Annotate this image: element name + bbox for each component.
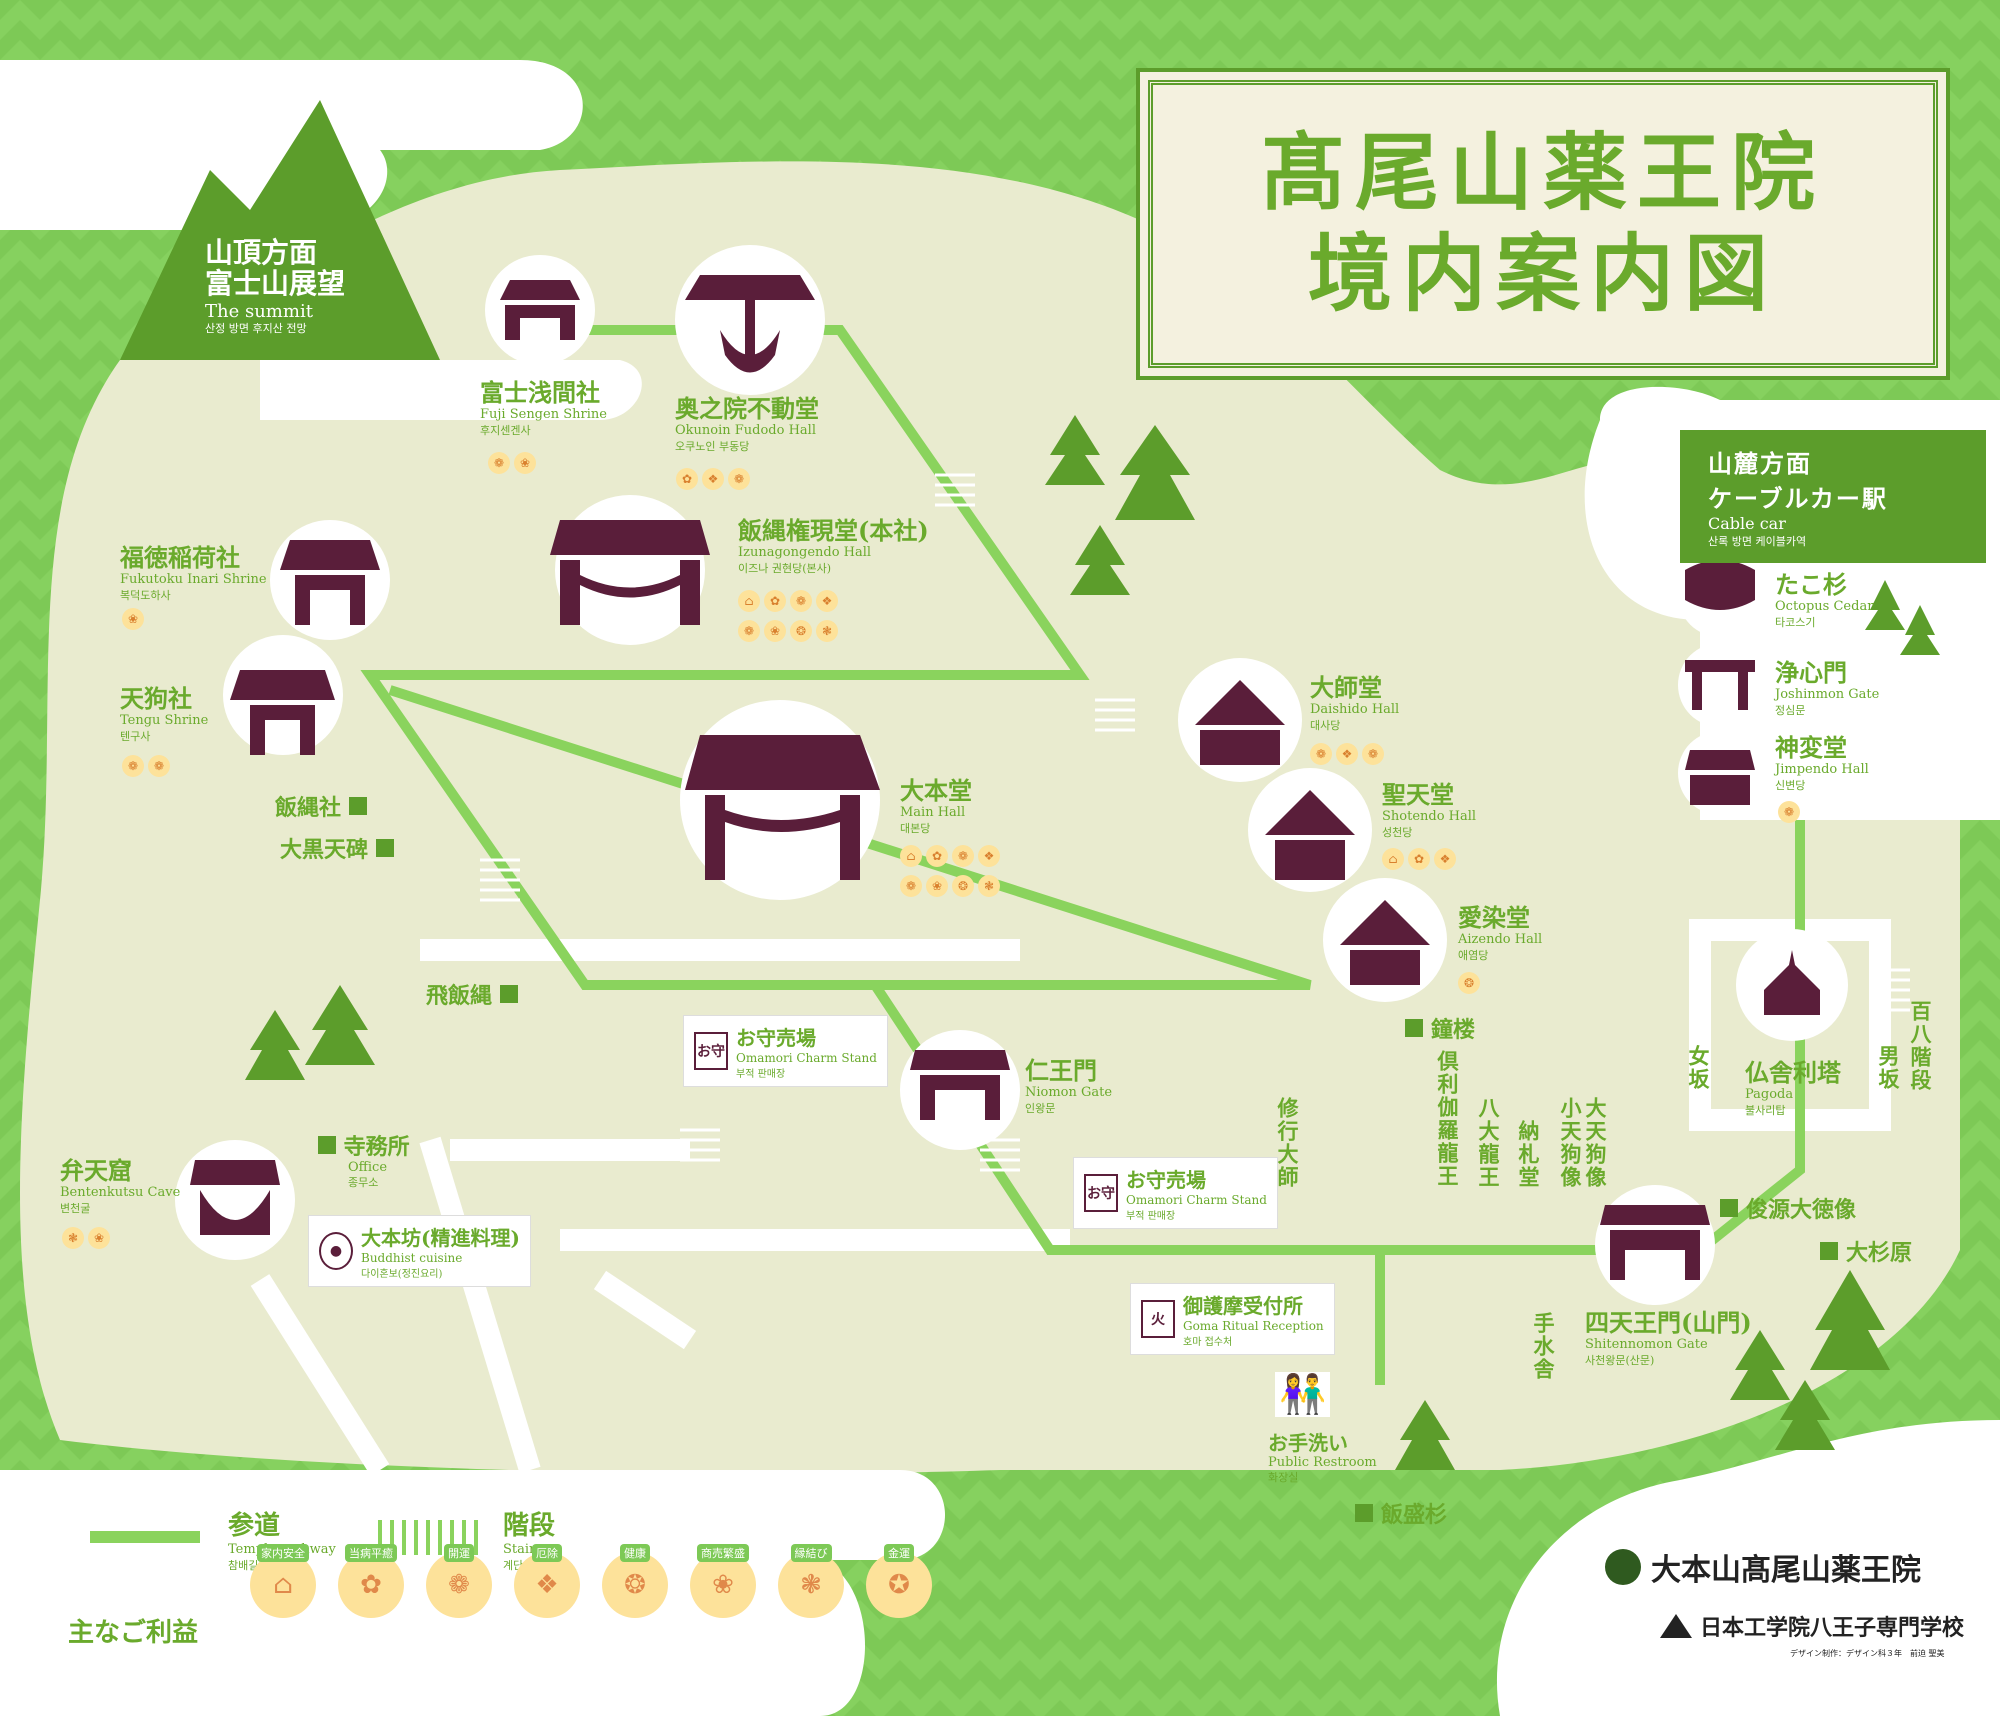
benefits-fuji-sengen: ❁❀ xyxy=(488,452,536,474)
benefits-benten: ❃❀ xyxy=(62,1227,110,1249)
kotengu-statue[interactable]: 小天狗像 xyxy=(1558,1097,1583,1189)
tobiizuna[interactable]: 飛飯縄 xyxy=(426,978,519,1010)
temizuya[interactable]: 手水舎 xyxy=(1531,1312,1556,1381)
benefit-kaiun: 開運❁ xyxy=(426,1544,492,1618)
building-icons xyxy=(190,275,1820,1280)
stairs xyxy=(480,473,1910,1172)
shungen-statue[interactable]: 俊源大徳像 xyxy=(1720,1192,1856,1224)
shugyo-daishi[interactable]: 修行大師 xyxy=(1275,1097,1300,1189)
benefits-daihondo-2: ❁❀❂❃ xyxy=(900,875,1000,897)
daitengu-statue[interactable]: 大天狗像 xyxy=(1583,1097,1608,1189)
cat-icon: ❀ xyxy=(712,1570,734,1600)
iimorisugi[interactable]: 飯盛杉 xyxy=(1355,1497,1447,1529)
map-title: 髙尾山薬王院 境内案内図 xyxy=(1148,80,1938,368)
title-line2: 境内案内図 xyxy=(1307,224,1778,323)
shoro[interactable]: 鐘楼 xyxy=(1405,1012,1475,1044)
designer-credit: デザイン制作：デザイン科３年 前迫 聖美 xyxy=(1790,1649,1945,1658)
benefits-tengu: ❁❁ xyxy=(122,755,170,777)
benefit-kenko: 健康❂ xyxy=(602,1544,668,1618)
goma-icon: 火 xyxy=(1141,1300,1175,1338)
hachidai-ryuo[interactable]: 八大龍王 xyxy=(1476,1097,1501,1189)
cloud xyxy=(0,60,583,150)
otokozaka[interactable]: 男坂 xyxy=(1876,1045,1901,1091)
osugihara[interactable]: 大杉原 xyxy=(1820,1235,1912,1267)
benefits-shotendo: ⌂✿❖ xyxy=(1382,848,1456,870)
summit-label[interactable]: 山頂方面 富士山展望 The summit 산정 방면 후지산 전망 xyxy=(205,236,346,336)
cloud xyxy=(260,360,642,420)
benefit-kanai-anzen: 家内安全⌂ xyxy=(250,1544,316,1618)
benefit-tobyo-heiyu: 当病平癒✿ xyxy=(338,1544,404,1618)
benefits-jimpendo: ❁ xyxy=(1778,801,1800,823)
office[interactable]: 寺務所 Office 종무소 xyxy=(318,1135,410,1190)
omamori-icon: お守 xyxy=(1084,1174,1118,1212)
daruma-icon: ❂ xyxy=(624,1570,646,1600)
knot-icon: ❃ xyxy=(800,1570,822,1600)
cloud xyxy=(1496,1420,2000,1716)
stairs-108[interactable]: 百八階段 xyxy=(1908,1000,1933,1092)
benefits-daishido: ❁❖❁ xyxy=(1310,743,1384,765)
temple-crest-icon xyxy=(1605,1549,1641,1585)
benefit-enmusubi: 縁結び❃ xyxy=(778,1544,844,1618)
benefits-izuna-2: ❁❀❂❃ xyxy=(738,620,838,642)
benefits-aizendo: ❂ xyxy=(1458,972,1480,994)
cloud xyxy=(0,1470,945,1560)
summit-mountain xyxy=(120,100,440,360)
legend-stairs-sample xyxy=(378,1520,478,1555)
benefit-shobai-hanjo: 商売繁盛❀ xyxy=(690,1544,756,1618)
bowl-icon: ● xyxy=(319,1232,353,1270)
legend-benefits: 家内安全⌂ 当病平癒✿ 開運❁ 厄除❖ 健康❂ 商売繁盛❀ 縁結び❃ 金運✪ xyxy=(250,1544,932,1618)
school-credit: 日本工学院八王子専門学校 xyxy=(1660,1610,1964,1642)
benefit-kinun: 金運✪ xyxy=(866,1544,932,1618)
roads xyxy=(250,919,1891,1476)
legend-benefits-title: 主なご利益 xyxy=(68,1618,199,1648)
benefits-daihondo: ⌂✿❁❖ xyxy=(900,845,1000,867)
school-logo-icon xyxy=(1660,1614,1692,1638)
omamori-icon: お守 xyxy=(694,1032,728,1070)
temple-credit: 大本山髙尾山薬王院 xyxy=(1605,1545,1921,1589)
house-icon: ⌂ xyxy=(273,1570,293,1600)
benefits-fukutoku: ❀ xyxy=(122,608,144,630)
izunasha[interactable]: 飯縄社 xyxy=(275,790,368,822)
daikoku-stele[interactable]: 大黒天碑 xyxy=(280,832,395,864)
benefits-okunoin: ✿❖❁ xyxy=(676,468,750,490)
trees xyxy=(245,415,1940,1470)
benefit-yakuyoke: 厄除❖ xyxy=(514,1544,580,1618)
cablecar-sign[interactable]: 山麓方面 ケーブルカー駅 Cable car 산록 방면 케이블카역 xyxy=(1680,430,1986,563)
restroom-icon: 👫 xyxy=(1275,1372,1331,1417)
herb-icon: ✿ xyxy=(360,1570,382,1600)
mallet-icon: ✪ xyxy=(888,1570,910,1600)
fan-icon: ❁ xyxy=(448,1570,470,1600)
arrow-icon: ❖ xyxy=(535,1570,559,1600)
benefits-izuna: ⌂✿❁❖ xyxy=(738,590,838,612)
onnazaka[interactable]: 女坂 xyxy=(1686,1045,1711,1091)
kurikara[interactable]: 倶利伽羅龍王 xyxy=(1435,1050,1460,1188)
office-marker xyxy=(318,1136,336,1154)
nosatsudo[interactable]: 納札堂 xyxy=(1516,1120,1541,1189)
title-line1: 髙尾山薬王院 xyxy=(1260,123,1825,223)
